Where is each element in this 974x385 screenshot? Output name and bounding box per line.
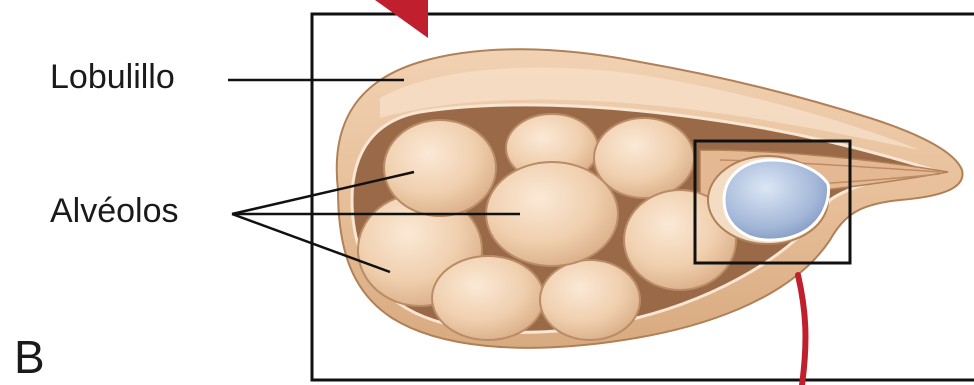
lobule-label: Lobulillo: [50, 58, 175, 97]
alveolus: [432, 256, 544, 340]
red-curved-line-pointer-icon: [798, 275, 805, 385]
red-triangle-pointer-icon: [375, 0, 428, 38]
alveolus: [540, 260, 640, 340]
duct-lumen: [708, 156, 828, 244]
panel-letter: B: [14, 330, 45, 384]
alveoli-label: Alvéolos: [50, 192, 179, 231]
alveolus: [384, 120, 496, 216]
